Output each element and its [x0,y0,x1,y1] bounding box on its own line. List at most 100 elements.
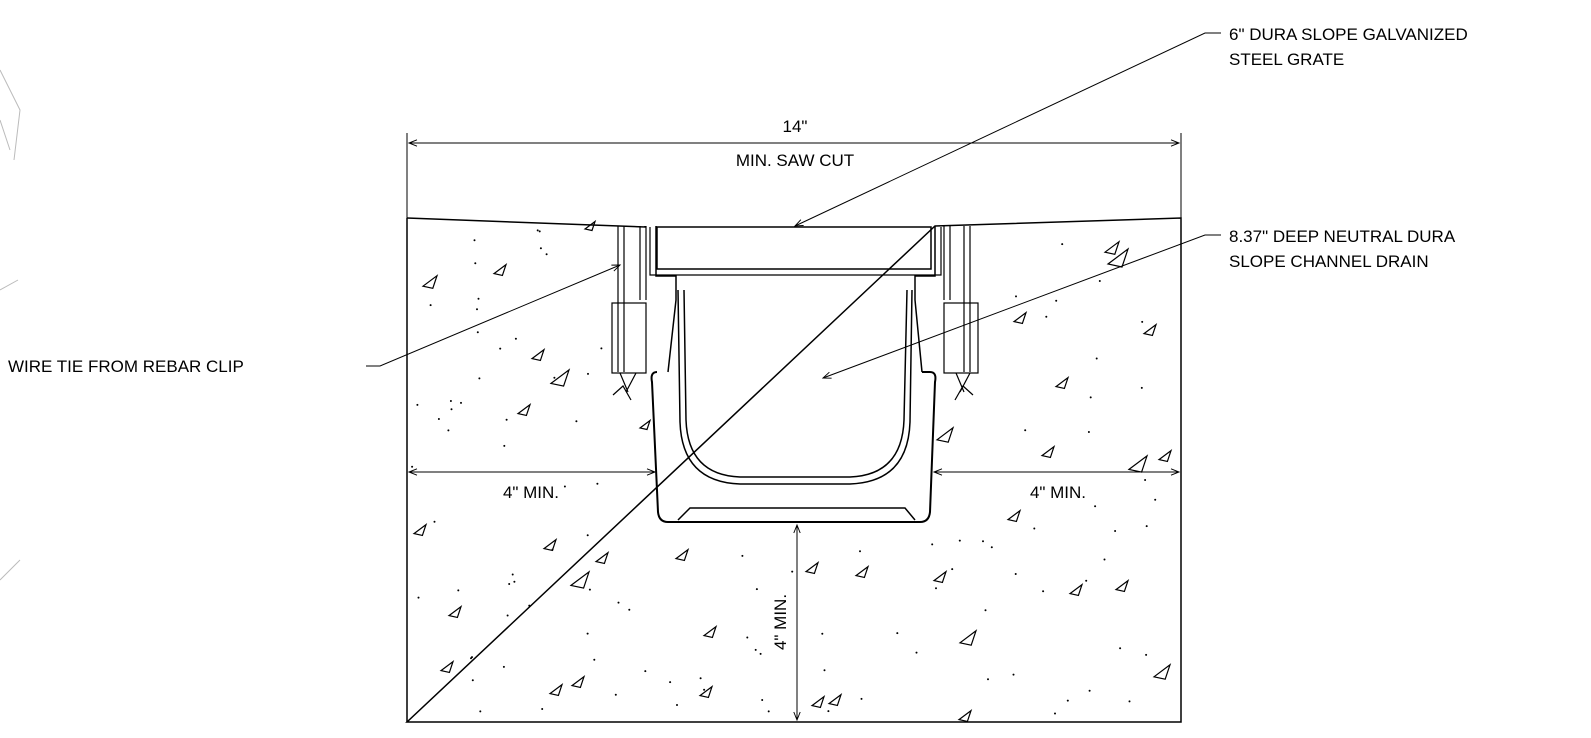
width-dimension [406,133,1182,218]
bottom-value: 4" MIN. [771,594,790,650]
aggregate-dot [821,632,824,635]
concrete-aggregate [411,219,1173,723]
aggregate-dot [447,429,450,432]
width-note: MIN. SAW CUT [736,151,854,170]
aggregate-dot [499,347,502,350]
channel-drain [611,226,979,523]
aggregate-dot [791,570,794,573]
aggregate-dot [1066,699,1069,702]
aggregate-triangle [854,564,870,579]
aggregate-triangle [569,570,591,589]
aggregate-dot [823,669,826,672]
aggregate-dot [1103,558,1106,561]
aggregate-triangle [542,537,558,552]
aggregate-triangle [1114,578,1130,593]
aggregate-dot [1088,689,1091,692]
side-right-value: 4" MIN. [1030,483,1086,502]
aggregate-dot [617,601,620,604]
aggregate-triangle [1106,247,1130,268]
aggregate-dot [1012,673,1015,676]
channel-label-line1: 8.37" DEEP NEUTRAL DURA [1229,227,1456,246]
aggregate-dot [1085,579,1088,582]
aggregate-dot [460,401,462,404]
wire-tie-label: WIRE TIE FROM REBAR CLIP [8,357,244,376]
aggregate-triangle [548,682,564,697]
aggregate-dot [982,540,984,543]
aggregate-triangle [1006,508,1022,523]
aggregate-dot [741,554,744,557]
aggregate-triangle [804,560,820,575]
aggregate-dot [508,583,511,585]
aggregate-dot [958,539,961,542]
aggregate-dot [433,520,436,523]
aggregate-triangle [698,684,714,699]
aggregate-dot [1141,320,1144,323]
aggregate-dot [587,372,589,375]
aggregate-triangle [638,418,652,431]
aggregate-triangle [583,219,597,232]
aggregate-dot [935,587,937,590]
aggregate-dot [503,444,506,447]
aggregate-dot [1042,590,1045,593]
aggregate-dot [1140,386,1143,389]
wire-tie-leader [366,264,622,367]
aggregate-dot [896,632,899,635]
aggregate-dot [417,596,420,599]
aggregate-dot [669,681,672,684]
aggregate-triangle [412,522,428,537]
aggregate-dot [1089,396,1092,399]
aggregate-dot [474,262,477,265]
aggregate-triangle [439,659,455,674]
aggregate-dot [476,331,479,334]
aggregate-dot [699,677,702,680]
aggregate-dot [479,710,482,713]
aggregate-dot [1094,505,1097,508]
aggregate-dot [551,548,554,551]
aggregate-dot [754,648,757,651]
concrete-slab [405,217,1182,723]
aggregate-dot [860,697,863,700]
aggregate-dot [536,229,539,232]
aggregate-dot [514,337,517,340]
aggregate-dot [984,609,987,612]
steel-grate [649,226,942,276]
grate-label-line2: STEEL GRATE [1229,50,1344,69]
channel-label-line2: SLOPE CHANNEL DRAIN [1229,252,1429,271]
aggregate-triangle [1142,322,1158,337]
aggregate-dot [1145,653,1148,656]
aggregate-dot [703,688,706,691]
edge-hatch [0,69,21,581]
aggregate-triangle [1054,375,1070,390]
grate-leader [793,32,1221,227]
aggregate-dot [553,376,556,379]
aggregate-dot [990,546,993,549]
aggregate-dot [915,651,918,654]
aggregate-triangle [935,426,955,443]
aggregate-dot [476,308,478,311]
aggregate-dot [1055,299,1058,302]
aggregate-dot [593,658,596,661]
aggregate-triangle [1152,663,1172,680]
aggregate-dot [588,588,591,591]
aggregate-dot [1061,243,1064,246]
aggregate-dot [477,297,480,300]
side-left-value: 4" MIN. [503,483,559,502]
aggregate-dot [644,670,647,673]
aggregate-triangle [932,569,948,584]
aggregate-dot [437,418,440,420]
aggregate-dot [746,636,749,639]
aggregate-dot [755,588,758,591]
aggregate-dot [513,580,516,583]
aggregate-dot [478,377,481,380]
aggregate-dot [502,665,505,668]
aggregate-dot [1054,712,1056,715]
aggregate-dot [596,482,599,485]
aggregate-triangle [447,604,463,619]
aggregate-dot [1119,647,1122,650]
aggregate-dot [541,708,544,710]
aggregate-dot [1045,315,1048,318]
aggregate-triangle [958,629,978,646]
aggregate-dot [628,608,631,611]
aggregate-triangle [1157,448,1173,463]
aggregate-dot [470,657,472,660]
